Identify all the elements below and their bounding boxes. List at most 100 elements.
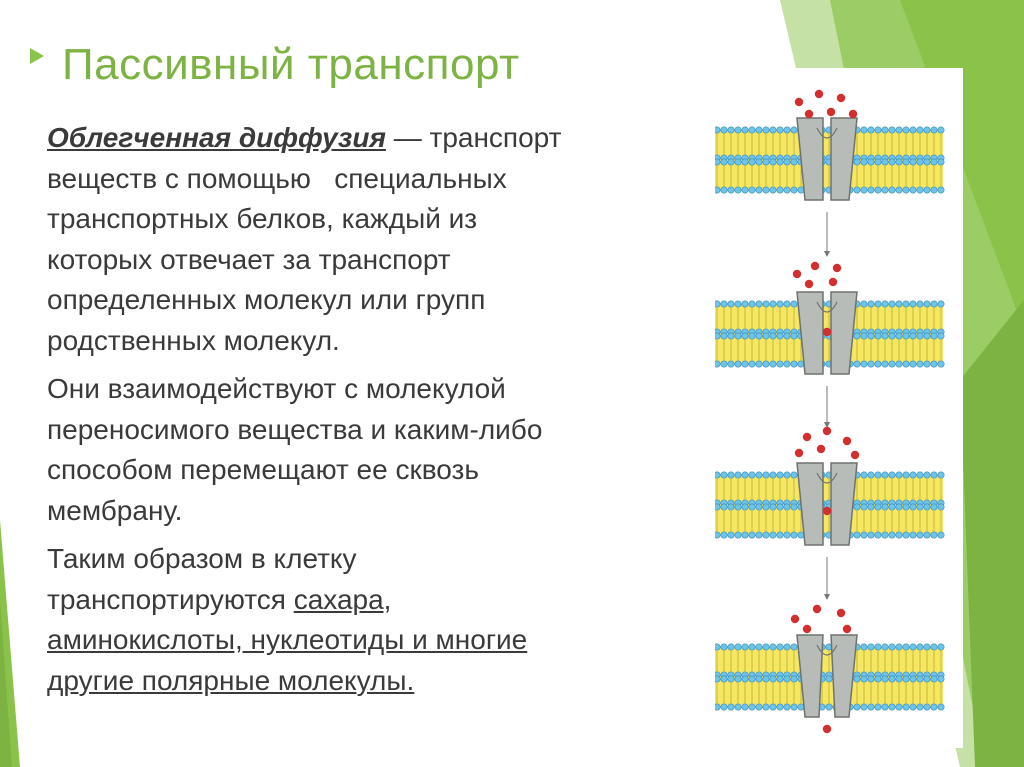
solute-molecule xyxy=(790,614,800,624)
lipid-head xyxy=(741,643,749,651)
lipid-head xyxy=(860,503,868,511)
lipid-head xyxy=(923,703,931,711)
lipid-head xyxy=(916,300,924,308)
lipid-head xyxy=(902,471,910,479)
lipid-head xyxy=(734,300,742,308)
solute-molecule xyxy=(804,109,814,119)
lipid-head xyxy=(720,126,728,134)
lipid-head xyxy=(741,126,749,134)
lipid-head xyxy=(720,360,728,368)
lipid-head xyxy=(930,300,938,308)
lipid-head xyxy=(776,186,784,194)
lipid-head xyxy=(715,503,721,511)
lipid-head xyxy=(748,703,756,711)
lipid-head xyxy=(916,471,924,479)
lipid-head xyxy=(853,186,861,194)
lipid-head xyxy=(790,703,798,711)
lipid-head xyxy=(902,531,910,539)
lipid-head xyxy=(727,531,735,539)
solute-molecule xyxy=(802,624,812,634)
lipid-head xyxy=(895,126,903,134)
lipid-head xyxy=(888,471,896,479)
channel-binding-site xyxy=(816,472,838,484)
solute-molecule xyxy=(814,89,824,99)
solute-molecule xyxy=(836,93,846,103)
lipid-head xyxy=(916,126,924,134)
lipid-head xyxy=(909,643,917,651)
lipid-head xyxy=(874,531,882,539)
lipid-head xyxy=(902,643,910,651)
lipid-head xyxy=(881,703,889,711)
lipid-head xyxy=(776,703,784,711)
lipid-head xyxy=(909,186,917,194)
lipid-head xyxy=(923,531,931,539)
lipid-head xyxy=(881,531,889,539)
lipid-head xyxy=(860,360,868,368)
lipid-head xyxy=(867,643,875,651)
lipid-head xyxy=(762,186,770,194)
lipid-head xyxy=(776,158,784,166)
lipid-head xyxy=(783,471,791,479)
lipid-head xyxy=(909,703,917,711)
lipid-head xyxy=(715,332,721,340)
lipid-head xyxy=(895,300,903,308)
lipid-head xyxy=(916,643,924,651)
channel-protein-right xyxy=(830,117,858,201)
lipid-head xyxy=(930,703,938,711)
lipid-head xyxy=(769,186,777,194)
lipid-head xyxy=(860,643,868,651)
lipid-head xyxy=(902,703,910,711)
lipid-head xyxy=(853,703,861,711)
interaction-line-4: мембрану. xyxy=(47,494,183,526)
lipid-head xyxy=(867,332,875,340)
lipid-head xyxy=(874,126,882,134)
definition-line-1: транспорт xyxy=(429,122,562,153)
down-arrow-head-icon xyxy=(824,594,830,600)
lipid-head xyxy=(937,186,945,194)
lipid-head xyxy=(895,703,903,711)
solute-molecule xyxy=(794,448,804,458)
lipid-head xyxy=(755,643,763,651)
examples-line-1: Таким образом в клетку xyxy=(47,543,357,574)
lipid-head xyxy=(790,126,798,134)
lipid-head xyxy=(916,675,924,683)
channel-binding-site xyxy=(816,644,838,656)
lipid-head xyxy=(734,703,742,711)
lipid-head xyxy=(881,300,889,308)
term-dash: — xyxy=(385,122,430,153)
lipid-head xyxy=(720,158,728,166)
lipid-head xyxy=(769,503,777,511)
channel-protein-left xyxy=(796,462,824,546)
lipid-head xyxy=(895,531,903,539)
lipid-head xyxy=(755,531,763,539)
lipid-head xyxy=(790,332,798,340)
lipid-head xyxy=(790,675,798,683)
lipid-head xyxy=(930,186,938,194)
lipid-head xyxy=(783,503,791,511)
examples-line-3: аминокислоты, нуклеотиды и многие xyxy=(47,624,528,655)
solute-molecule xyxy=(848,109,858,119)
lipid-head xyxy=(888,643,896,651)
lipid-head xyxy=(881,471,889,479)
solute-molecule xyxy=(842,436,852,446)
lipid-head xyxy=(734,158,742,166)
lipid-head xyxy=(741,471,749,479)
lipid-head xyxy=(860,675,868,683)
lipid-head xyxy=(790,186,798,194)
lipid-head xyxy=(937,675,945,683)
lipid-head xyxy=(790,158,798,166)
lipid-head xyxy=(776,360,784,368)
lipid-head xyxy=(776,332,784,340)
lipid-head xyxy=(874,703,882,711)
lipid-head xyxy=(881,360,889,368)
down-arrow-head-icon xyxy=(824,422,830,428)
lipid-head xyxy=(888,531,896,539)
lipid-head xyxy=(727,332,735,340)
interaction-line-1: Они взаимодействуют с молекулой xyxy=(47,373,506,404)
lipid-head xyxy=(755,332,763,340)
lipid-head xyxy=(881,186,889,194)
lipid-head xyxy=(727,471,735,479)
lipid-head xyxy=(930,332,938,340)
lipid-head xyxy=(895,158,903,166)
